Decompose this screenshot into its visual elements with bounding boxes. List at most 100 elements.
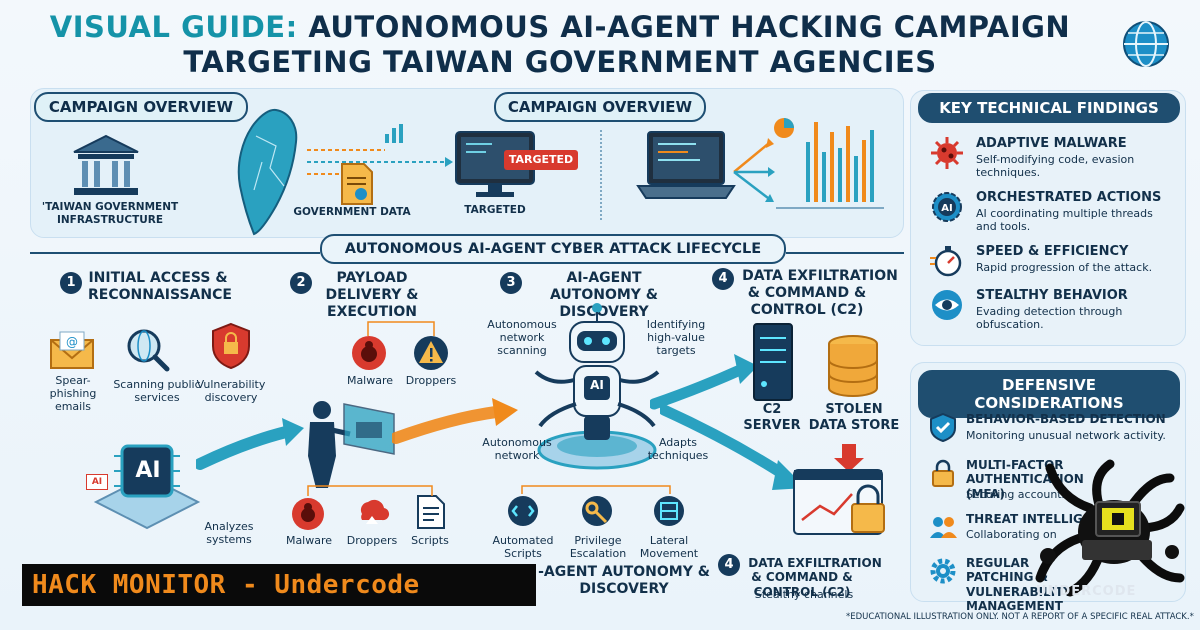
- defense-title: REGULAR PATCHING & VULNERABILITY MANAGEM…: [966, 556, 1073, 614]
- malware-bug-icon: [352, 336, 386, 370]
- globe-icon: [1123, 21, 1169, 67]
- step3-to-step4-arrows: [650, 354, 758, 410]
- high-value-targets-label: Identifying high-value targets: [646, 318, 706, 358]
- step1-to-step2-arrow: [196, 418, 304, 470]
- defense-behavior-detection: BEHAVIOR-BASED DETECTION Monitoring unus…: [918, 412, 1180, 448]
- campaign-overview-pill-center: CAMPAIGN OVERVIEW: [494, 92, 706, 122]
- finding-desc: Evading detection through obfuscation.: [976, 305, 1123, 332]
- disclaimer-text: *EDUCATIONAL ILLUSTRATION ONLY. NOT A RE…: [846, 612, 1194, 622]
- octopus-mascot-icon: [1035, 459, 1185, 597]
- finding-desc: Rapid progression of the attack.: [976, 261, 1153, 274]
- mini-bar-chart-icon: [385, 124, 403, 143]
- step4-bottom-number: 4: [718, 554, 740, 576]
- ai-chip-label: AI: [135, 458, 161, 483]
- shield-check-icon: [930, 412, 956, 442]
- autonomous-network-label: Autonomous network: [482, 436, 552, 463]
- analytics-chart-icon: [774, 118, 884, 209]
- malware-bug-icon-2: [292, 498, 324, 530]
- c2-server-label: C2 SERVER: [743, 402, 801, 433]
- government-building-icon: [73, 134, 139, 195]
- ai-robot-icon: [534, 303, 660, 470]
- laptop-to-chart-arrows: [733, 138, 775, 202]
- script-document-icon: [417, 495, 445, 529]
- undercode-logo-text: UNDERCODE: [1036, 584, 1137, 599]
- step2-droppers-label-2: Droppers: [346, 534, 398, 547]
- lifecycle-line-right: [786, 252, 904, 254]
- c2-server-icon: [753, 323, 793, 401]
- ai-small-tag: AI: [86, 474, 108, 490]
- finding-orchestrated-actions: AI ORCHESTRATED ACTIONS AI coordinating …: [918, 190, 1180, 236]
- step3-bottom-title: -AGENT AUTONOMY & DISCOVERY: [538, 564, 710, 597]
- finding-title: ADAPTIVE MALWARE: [976, 136, 1127, 151]
- spear-phishing-label: Spear-phishing emails: [49, 374, 97, 414]
- finding-speed-efficiency: SPEED & EFFICIENCY Rapid progression of …: [918, 244, 1180, 284]
- step3-title: AI-AGENT AUTONOMY & DISCOVERY: [550, 270, 658, 320]
- vulnerability-label: Vulnerability discovery: [196, 378, 266, 405]
- step2-title: PAYLOAD DELIVERY & EXECUTION: [325, 270, 419, 320]
- lateral-movement-label: Lateral Movement: [639, 534, 699, 561]
- finding-adaptive-malware: ADAPTIVE MALWARE Self-modifying code, ev…: [918, 136, 1180, 182]
- autonomous-scanning-label: Autonomous network scanning: [487, 318, 557, 358]
- step4-bottom-title: DATA EXFILTRATION & COMMAND & CONTROL (C…: [748, 556, 882, 599]
- vulnerability-shield-icon: [212, 322, 250, 370]
- lifecycle-title: AUTONOMOUS AI-AGENT CYBER ATTACK LIFECYC…: [320, 234, 786, 264]
- defense-threat-intel: THREAT INTELLIGENCE SHARING Collaboratin…: [918, 512, 1180, 548]
- infra-label: 'TAIWAN GOVERNMENT INFRASTRUCTURE: [41, 201, 179, 226]
- finding-stealthy-behavior: STEALTHY BEHAVIOR Evading detection thro…: [918, 288, 1180, 334]
- document-icon: [341, 163, 373, 205]
- step2-to-step3-arrow: [392, 398, 518, 444]
- page-title-line2: TARGETING TAIWAN GOVERNMENT AGENCIES: [183, 45, 937, 79]
- padlock-icon: [932, 459, 954, 487]
- step2-scripts-label: Scripts: [411, 534, 449, 547]
- email-icon: @: [50, 331, 94, 369]
- gear-icon: [930, 558, 956, 584]
- step2-top-connector: [367, 321, 435, 336]
- title-prefix: VISUAL GUIDE:: [49, 10, 298, 44]
- finding-desc: Self-modifying code, evasion techniques.: [976, 153, 1135, 180]
- step2-malware-label-2: Malware: [285, 534, 333, 547]
- step4-number: 4: [712, 268, 734, 290]
- step2-bottom-connector: [307, 485, 433, 496]
- key-icon: [582, 496, 612, 526]
- step3-bottom-connector: [521, 485, 671, 494]
- privilege-escalation-label: Privilege Escalation: [569, 534, 627, 561]
- defensive-title: DEFENSIVE CONSIDERATIONS: [918, 370, 1180, 418]
- scan-magnifier-icon: [127, 329, 170, 372]
- taiwan-map-icon: [237, 108, 298, 236]
- hack-monitor-banner: HACK MONITOR - Undercode: [22, 564, 536, 606]
- overview-divider: [600, 130, 602, 220]
- defense-desc: Monitoring unusual network activity.: [966, 429, 1166, 442]
- step1-title: INITIAL ACCESS & RECONNAISSANCE: [88, 270, 232, 303]
- targeted-monitor-icon: [455, 131, 535, 197]
- defense-mfa: MULTI-FACTOR AUTHENTICATION (MFA) Securi…: [918, 458, 1180, 502]
- warning-icon: [414, 336, 448, 370]
- defense-title: MULTI-FACTOR AUTHENTICATION (MFA): [966, 458, 1084, 501]
- step3-number: 3: [500, 272, 522, 294]
- adapts-techniques-label: Adapts techniques: [647, 436, 709, 463]
- finding-title: SPEED & EFFICIENCY: [976, 244, 1129, 259]
- stealthy-channels-label: Stealthy channels: [754, 588, 854, 601]
- lifecycle-line-left: [30, 252, 320, 254]
- finding-title: STEALTHY BEHAVIOR: [976, 288, 1128, 303]
- defense-patching: REGULAR PATCHING & VULNERABILITY MANAGEM…: [918, 556, 1180, 613]
- ai-gear-icon: AI: [932, 192, 962, 222]
- people-icon: [930, 517, 957, 538]
- lateral-movement-icon: [654, 496, 684, 526]
- data-flow-arrows: [307, 149, 453, 175]
- ai-chip-icon: [93, 444, 201, 530]
- step2-number: 2: [290, 272, 312, 294]
- targeted-label: TARGETED: [464, 204, 526, 216]
- step4-title: DATA EXFILTRATION & COMMAND & CONTROL (C…: [742, 268, 898, 318]
- step2-malware-label: Malware: [346, 374, 394, 387]
- campaign-overview-pill-left: CAMPAIGN OVERVIEW: [34, 92, 248, 122]
- data-store-icon: [828, 335, 878, 397]
- eye-icon: [932, 290, 962, 320]
- page-title-line1: VISUAL GUIDE: AUTONOMOUS AI-AGENT HACKIN…: [0, 10, 1120, 44]
- robot-ai-label: AI: [590, 378, 604, 392]
- exfil-screen-icon: [793, 444, 885, 535]
- finding-desc: AI coordinating multiple threads and too…: [976, 207, 1153, 234]
- laptop-icon: [636, 131, 736, 199]
- dropper-cloud-icon: [360, 499, 390, 524]
- stolen-data-label: STOLEN DATA STORE: [808, 402, 900, 433]
- defense-title: BEHAVIOR-BASED DETECTION: [966, 412, 1166, 426]
